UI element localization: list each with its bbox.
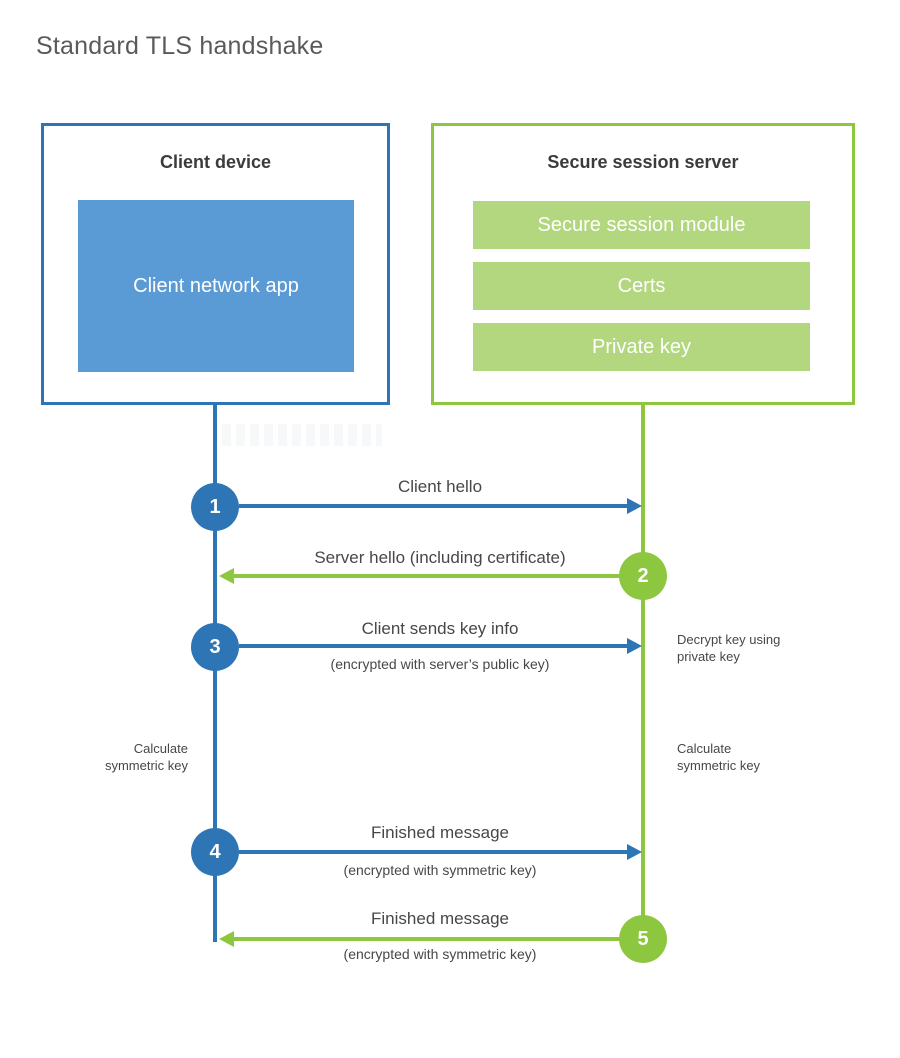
- message-sub-finished-client: (encrypted with symmetric key): [343, 862, 537, 878]
- certs-bar: Certs: [473, 262, 810, 310]
- arrow-line-step2: [233, 574, 619, 578]
- server-lifeline: [641, 405, 645, 942]
- client-device-title: Client device: [159, 152, 272, 172]
- secure-session-server-title: Secure session server: [547, 152, 739, 172]
- note-decrypt-key: Decrypt key using private key: [677, 632, 781, 664]
- message-sub-finished-server: (encrypted with symmetric key): [343, 946, 537, 962]
- step-circle-3: 3: [191, 623, 239, 671]
- arrowhead-right-icon: [627, 638, 642, 654]
- step-circle-1: 1: [191, 483, 239, 531]
- secure-session-module-bar: Secure session module: [473, 201, 810, 249]
- secure-session-server-box: Secure session server Secure session mod…: [431, 123, 855, 405]
- note-calculate-symmetric-key-server: Calculate symmetric key: [677, 741, 761, 773]
- message-label-finished-client: Finished message: [371, 823, 509, 842]
- client-network-app-label: Client network app: [133, 275, 299, 297]
- step-circle-4: 4: [191, 828, 239, 876]
- arrow-line-step3: [239, 644, 629, 648]
- message-label-client-hello: Client hello: [397, 477, 483, 496]
- arrow-line-step5: [233, 937, 619, 941]
- message-label-key-info: Client sends key info: [361, 619, 519, 638]
- arrowhead-left-icon: [219, 568, 234, 584]
- arrowhead-right-icon: [627, 844, 642, 860]
- step-circle-5: 5: [619, 915, 667, 963]
- arrow-line-step4: [239, 850, 629, 854]
- message-label-finished-server: Finished message: [371, 909, 509, 928]
- page-title: Standard TLS handshake: [36, 32, 324, 60]
- client-lifeline: [213, 405, 217, 942]
- message-sub-key-info: (encrypted with server’s public key): [330, 656, 550, 672]
- message-label-server-hello: Server hello (including certificate): [314, 548, 566, 567]
- arrowhead-right-icon: [627, 498, 642, 514]
- client-device-box: Client device Client network app: [41, 123, 390, 405]
- note-calculate-symmetric-key-client: Calculate symmetric key: [104, 741, 188, 773]
- arrowhead-left-icon: [219, 931, 234, 947]
- private-key-bar: Private key: [473, 323, 810, 371]
- client-network-app-box: Client network app: [78, 200, 354, 372]
- step-circle-2: 2: [619, 552, 667, 600]
- faded-artifact: [222, 424, 382, 446]
- arrow-line-step1: [239, 504, 629, 508]
